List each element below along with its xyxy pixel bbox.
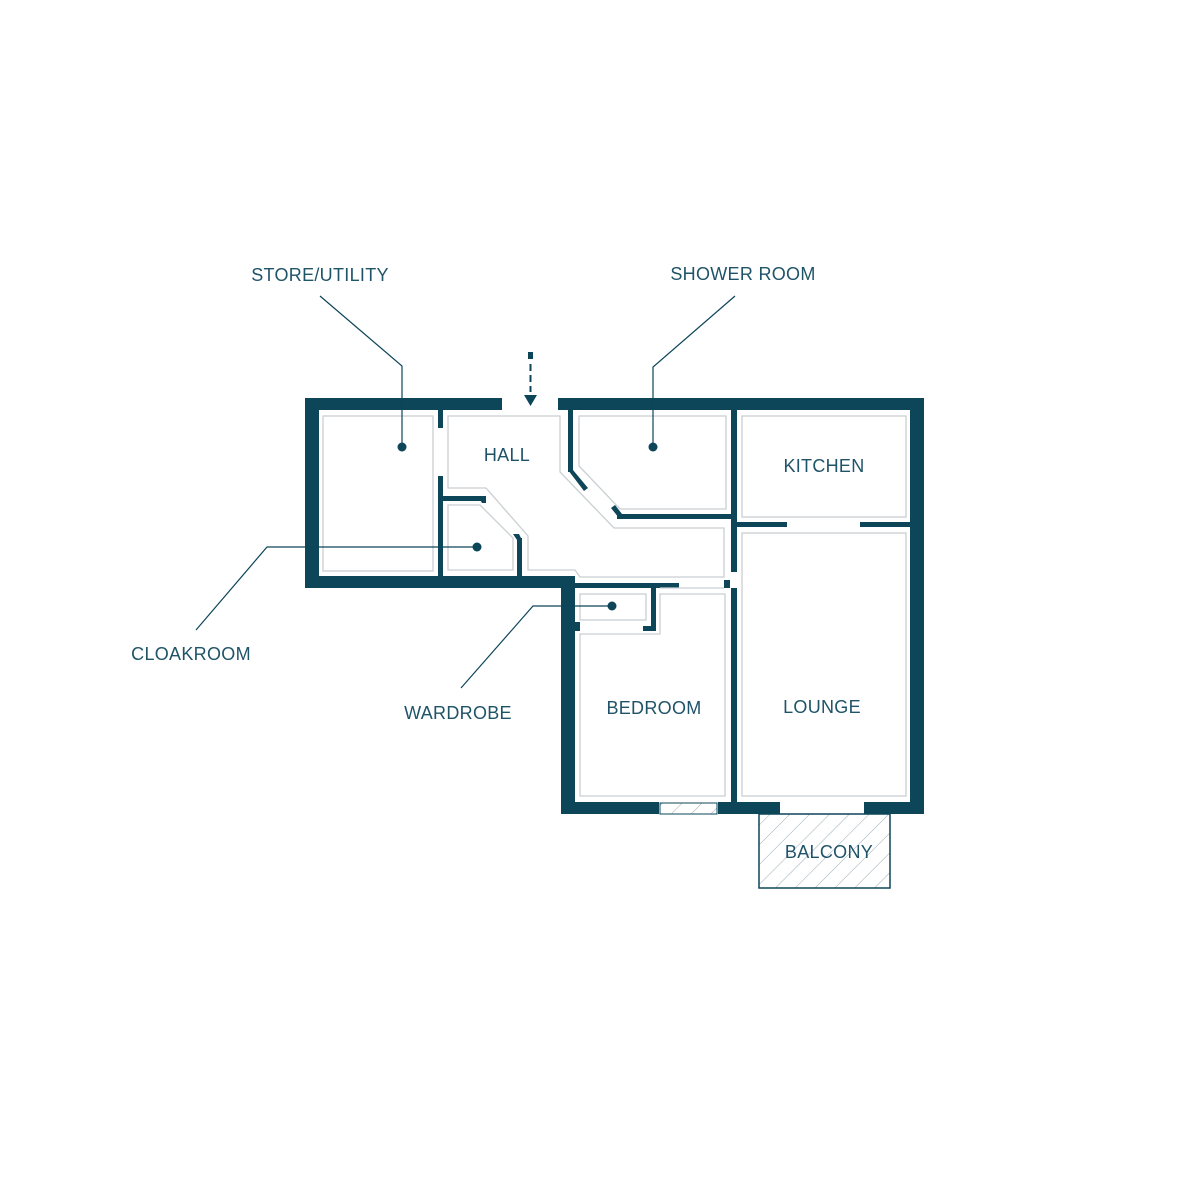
label-kitchen: KITCHEN: [783, 456, 864, 476]
label-lounge: LOUNGE: [783, 697, 861, 717]
label-store-utility: STORE/UTILITY: [251, 265, 389, 285]
internal-walls: [438, 410, 910, 804]
balcony: [758, 813, 891, 889]
label-bedroom: BEDROOM: [606, 698, 701, 718]
label-hall: HALL: [484, 445, 530, 465]
leader-cloakroom: [195, 542, 482, 631]
leader-shower-room: [648, 295, 736, 452]
label-cloakroom: CLOAKROOM: [131, 644, 251, 664]
leader-wardrobe: [460, 601, 617, 689]
dashed-arrow-down-icon: [524, 352, 537, 406]
bedroom-window: [659, 802, 718, 815]
room-outlines: [322, 415, 907, 797]
leader-store-utility: [319, 295, 407, 452]
label-wardrobe: WARDROBE: [404, 703, 512, 723]
label-shower-room: SHOWER ROOM: [670, 264, 815, 284]
external-walls: [305, 398, 924, 814]
label-balcony: BALCONY: [785, 842, 873, 862]
